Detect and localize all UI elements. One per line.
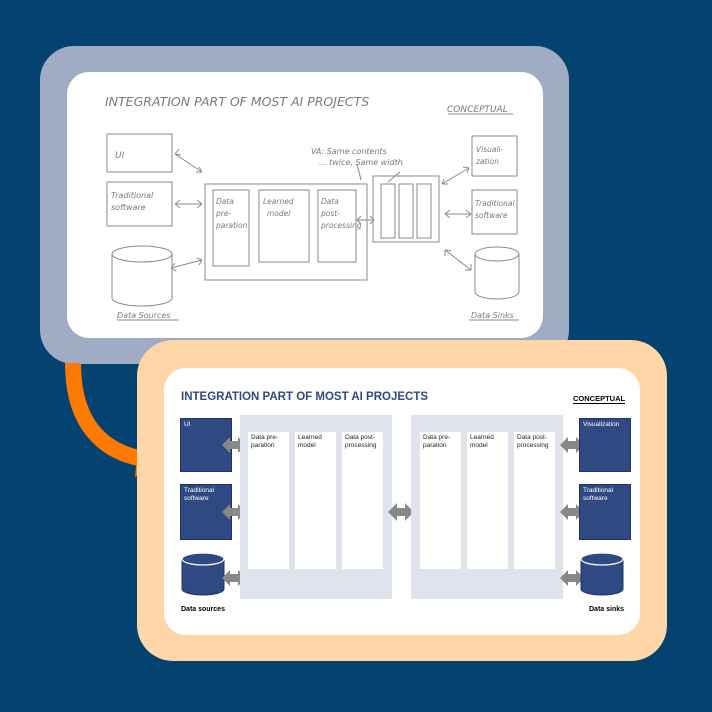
visualization-box: Visualization bbox=[579, 418, 631, 472]
sketch-col1-line3: paration bbox=[215, 221, 248, 230]
slide-diagram: INTEGRATION PART OF MOST AI PROJECTS CON… bbox=[164, 368, 640, 635]
ui-label: UI bbox=[184, 421, 191, 428]
double-arrow-icon bbox=[560, 437, 584, 453]
sketch-note-line2: ... twice, Same width bbox=[319, 158, 403, 167]
sketch-paper: INTEGRATION PART OF MOST AI PROJECTS CON… bbox=[67, 72, 543, 338]
sketch-col1-line2: pre- bbox=[215, 209, 231, 218]
column-data-preparation: Data pre-paration bbox=[420, 432, 461, 569]
sketch-software-label-2: software bbox=[111, 203, 146, 212]
right-software-box: Traditional software bbox=[579, 484, 631, 540]
sketch-badge: CONCEPTUAL bbox=[447, 105, 508, 115]
column-learned-model: Learned model bbox=[295, 432, 336, 569]
sketch-sinks-label: Data Sinks bbox=[471, 311, 514, 320]
sketch-sources-label: Data Sources bbox=[117, 311, 170, 320]
column-data-preparation: Data pre-paration bbox=[248, 432, 289, 569]
sketch-rsoftware-line1: Traditional bbox=[475, 199, 515, 208]
column-label: Learned model bbox=[470, 434, 494, 449]
slide-badge: CONCEPTUAL bbox=[573, 394, 626, 404]
column-label: Data post-processing bbox=[345, 434, 377, 449]
right-software-label: Traditional software bbox=[583, 487, 614, 502]
column-label: Learned model bbox=[298, 434, 322, 449]
data-sinks-label: Data sinks bbox=[589, 606, 625, 613]
visualization-label: Visualization bbox=[583, 421, 620, 428]
sketch-software-label-1: Traditional bbox=[111, 191, 154, 200]
column-data-post-processing: Data post-processing bbox=[342, 432, 383, 569]
sketch-title: INTEGRATION PART OF MOST AI PROJECTS bbox=[105, 94, 369, 109]
sketch-col2-line2: model bbox=[267, 209, 291, 218]
sketch-ui-label: UI bbox=[115, 151, 125, 161]
column-label: Data post-processing bbox=[517, 434, 549, 449]
hand-sketch-diagram: INTEGRATION PART OF MOST AI PROJECTS CON… bbox=[105, 94, 520, 321]
sketch-viz-line2: zation bbox=[475, 157, 499, 166]
column-label: Data pre-paration bbox=[423, 434, 451, 449]
double-arrow-icon bbox=[560, 570, 584, 586]
data-source-cylinder-icon bbox=[181, 552, 225, 596]
double-arrow-icon bbox=[560, 504, 584, 520]
sketch-col2-line1: Learned bbox=[263, 197, 294, 206]
sketch-col3-line2: post- bbox=[320, 209, 340, 218]
left-software-label: Traditional software bbox=[184, 487, 215, 502]
data-sink-cylinder-icon bbox=[580, 552, 624, 596]
column-learned-model: Learned model bbox=[467, 432, 508, 569]
slide-title: INTEGRATION PART OF MOST AI PROJECTS bbox=[181, 391, 429, 403]
double-arrow-icon bbox=[388, 503, 414, 521]
sketch-note-line1: VA: Same contents bbox=[311, 147, 387, 156]
sketch-col3-line3: processing bbox=[320, 221, 362, 230]
data-sources-label: Data sources bbox=[181, 606, 225, 613]
sketch-viz-line1: Visuali- bbox=[476, 145, 504, 154]
column-data-post-processing: Data post-processing bbox=[514, 432, 555, 569]
sketch-rsoftware-line2: software bbox=[475, 211, 508, 220]
sketch-col1-line1: Data bbox=[216, 197, 234, 206]
sketch-col3-line1: Data bbox=[321, 197, 339, 206]
column-label: Data pre-paration bbox=[251, 434, 279, 449]
